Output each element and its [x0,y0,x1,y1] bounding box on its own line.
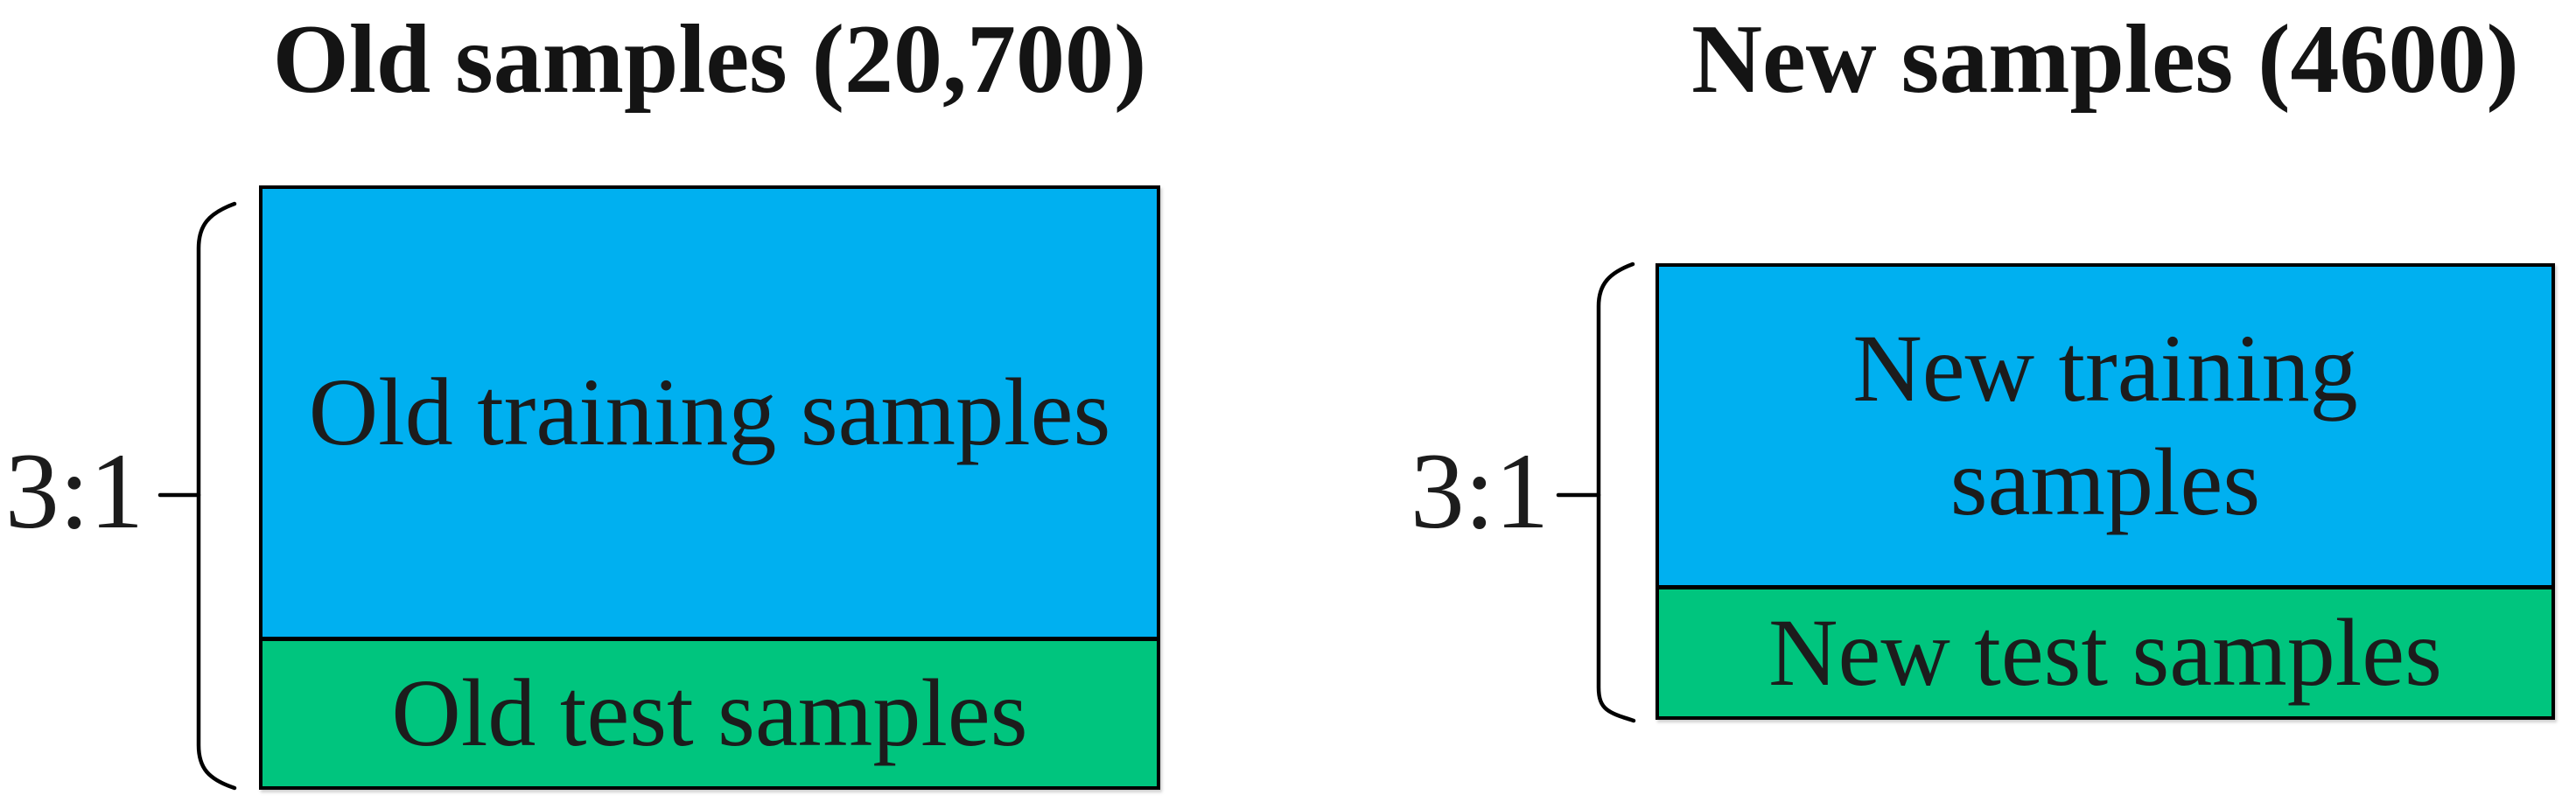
new-training-region: New training samples [1659,267,2552,585]
new-samples-title: New samples (4600) [1691,5,2519,114]
old-test-region: Old test samples [262,637,1157,786]
new-training-label-line1: New training [1852,315,2358,422]
new-training-label-line2: samples [1950,429,2261,535]
new-training-label: New training samples [1852,312,2357,540]
new-ratio-label: 3:1 [1410,431,1550,551]
old-samples-title: Old samples (20,700) [272,5,1147,114]
old-training-label: Old training samples [308,359,1111,466]
old-training-region: Old training samples [262,189,1157,637]
old-test-label: Old test samples [391,659,1028,767]
old-ratio-bracket [196,201,237,791]
new-samples-box: New training samples New test samples [1656,263,2555,720]
new-ratio-bracket [1596,262,1636,723]
old-samples-box: Old training samples Old test samples [259,185,1160,790]
old-ratio-label: 3:1 [4,431,144,551]
new-test-label: New test samples [1768,598,2442,706]
new-test-region: New test samples [1659,585,2552,716]
